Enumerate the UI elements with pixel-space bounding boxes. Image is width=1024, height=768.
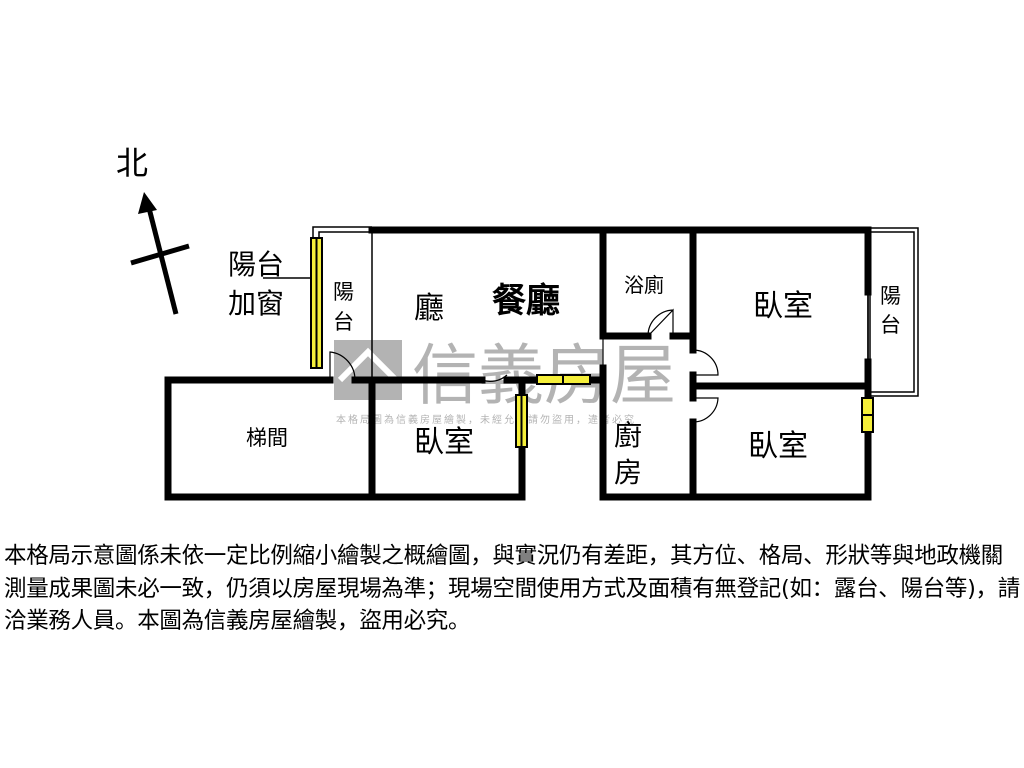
bedroom-sw-label: 臥室 <box>414 425 474 460</box>
watermark-notice: 本格局圖為信義房屋繪製，未經允許請勿盜用，違者必究 <box>336 413 636 426</box>
balcony-window-label-2: 加窗 <box>228 287 284 320</box>
balcony-window-label: 陽台 <box>228 248 284 281</box>
balcony-left-label: 陽 <box>333 280 354 304</box>
balcony-left-label-2: 台 <box>333 310 354 334</box>
balcony-outlines <box>263 226 919 397</box>
balcony-right-label-2: 台 <box>880 313 901 337</box>
living-room-label: 廳 <box>414 291 444 326</box>
dining-room-label: 餐廳 <box>492 281 560 321</box>
kitchen-label: 廚 <box>614 419 642 452</box>
north-arrow-icon <box>130 192 190 315</box>
kitchen-label-2: 房 <box>614 456 642 489</box>
disclaimer-text: 本格局示意圖係未依一定比例縮小繪製之概繪圖，與實況仍有差距，其方位、格局、形狀等… <box>4 543 1020 634</box>
north-label: 北 <box>116 144 148 182</box>
bedroom-ne-label: 臥室 <box>753 289 813 324</box>
bathroom-label: 浴廁 <box>624 273 664 297</box>
bedroom-se-label: 臥室 <box>748 429 808 464</box>
walls <box>164 226 872 501</box>
stairs-label: 梯間 <box>246 426 288 450</box>
balcony-right-label: 陽 <box>880 284 901 308</box>
windows <box>310 237 874 448</box>
doors <box>329 308 719 423</box>
